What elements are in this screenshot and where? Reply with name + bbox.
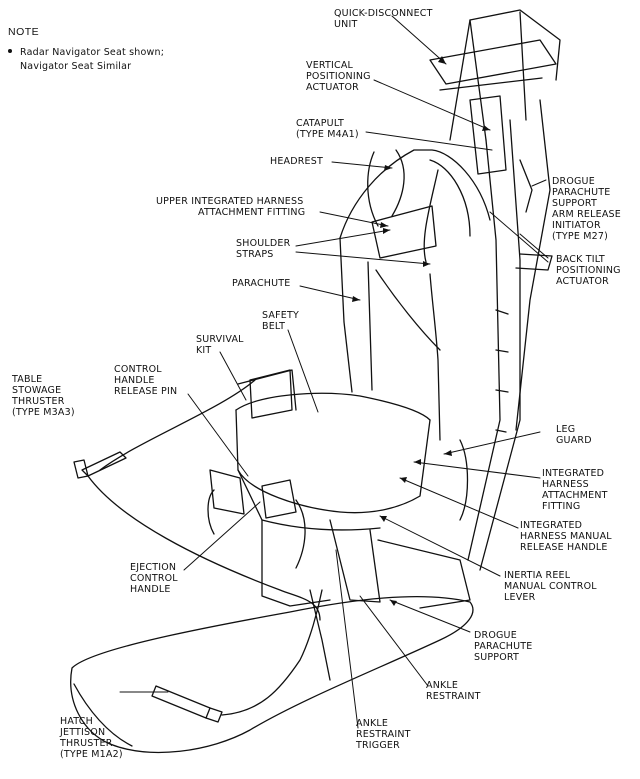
hatch-jettison-thruster [151, 589, 323, 723]
note-line-2: Navigator Seat Similar [20, 61, 132, 72]
floor-plate [70, 595, 474, 754]
survival-kit [237, 369, 297, 411]
arrowheads [352, 56, 490, 606]
note-text: Radar Navigator Seat shown; Navigator Se… [10, 46, 164, 74]
label-headrest: HEADREST [270, 156, 323, 167]
label-parachute: PARACHUTE [232, 278, 291, 289]
note-title: NOTE [8, 26, 40, 38]
label-catapult: CATAPULT(TYPE M4A1) [296, 118, 359, 140]
note-bullet [8, 49, 12, 53]
seat-back [339, 149, 491, 441]
leader-lines [119, 15, 549, 729]
catapult-rails [429, 9, 561, 571]
note-line-1: Radar Navigator Seat shown; [20, 47, 165, 58]
seat-base [207, 369, 471, 681]
